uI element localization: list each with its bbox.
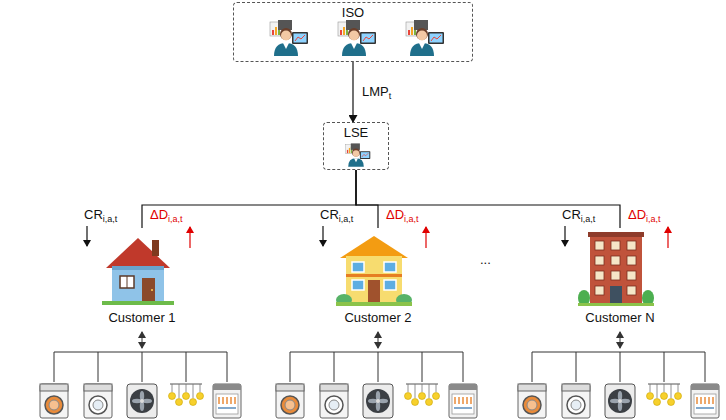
customer-label: Customer N [556,310,684,325]
price-signal: LMPt [362,84,391,104]
ellipsis: ... [480,252,491,267]
demand-change-label: ΔD [150,207,168,222]
subscript: i,a,t [103,214,118,224]
demand-change-label: ΔDi,a,t [628,207,661,227]
subscript: i,a,t [581,214,596,224]
house-picture [98,228,178,308]
customer-house: Customer 2 [314,228,442,327]
reward-label: CR [84,207,103,222]
customer-house: Customer 1 [78,228,206,327]
connector [142,170,356,228]
reward-label: CR [320,207,339,222]
subscript: i,a,t [339,214,354,224]
subscript: t [389,91,392,101]
reward-label: CRi,a,t [320,207,353,227]
iso-box: ISO [233,2,473,62]
reward-label: CR [562,207,581,222]
demand-change-label: ΔD [386,207,404,222]
ellipsis: ... [480,252,491,268]
connector [356,170,620,228]
demand-change-label: ΔDi,a,t [150,207,183,227]
reward-label: CRi,a,t [84,207,117,227]
subscript: i,a,t [404,214,419,224]
customer-building: Customer N [556,228,684,327]
house-picture [576,228,656,308]
connector [352,62,353,122]
subscript: i,a,t [168,214,183,224]
customer-label: Customer 1 [78,310,206,325]
customer-label: Customer 2 [314,310,442,325]
connector [356,170,378,228]
lse-box: LSE [323,122,389,170]
house-picture [334,228,414,308]
price-signal: LMP [362,84,389,99]
demand-change-label: ΔDi,a,t [386,207,419,227]
demand-change-label: ΔD [628,207,646,222]
reward-label: CRi,a,t [562,207,595,227]
box-title: ISO [234,5,472,20]
subscript: i,a,t [646,214,661,224]
box-title: LSE [324,125,388,140]
